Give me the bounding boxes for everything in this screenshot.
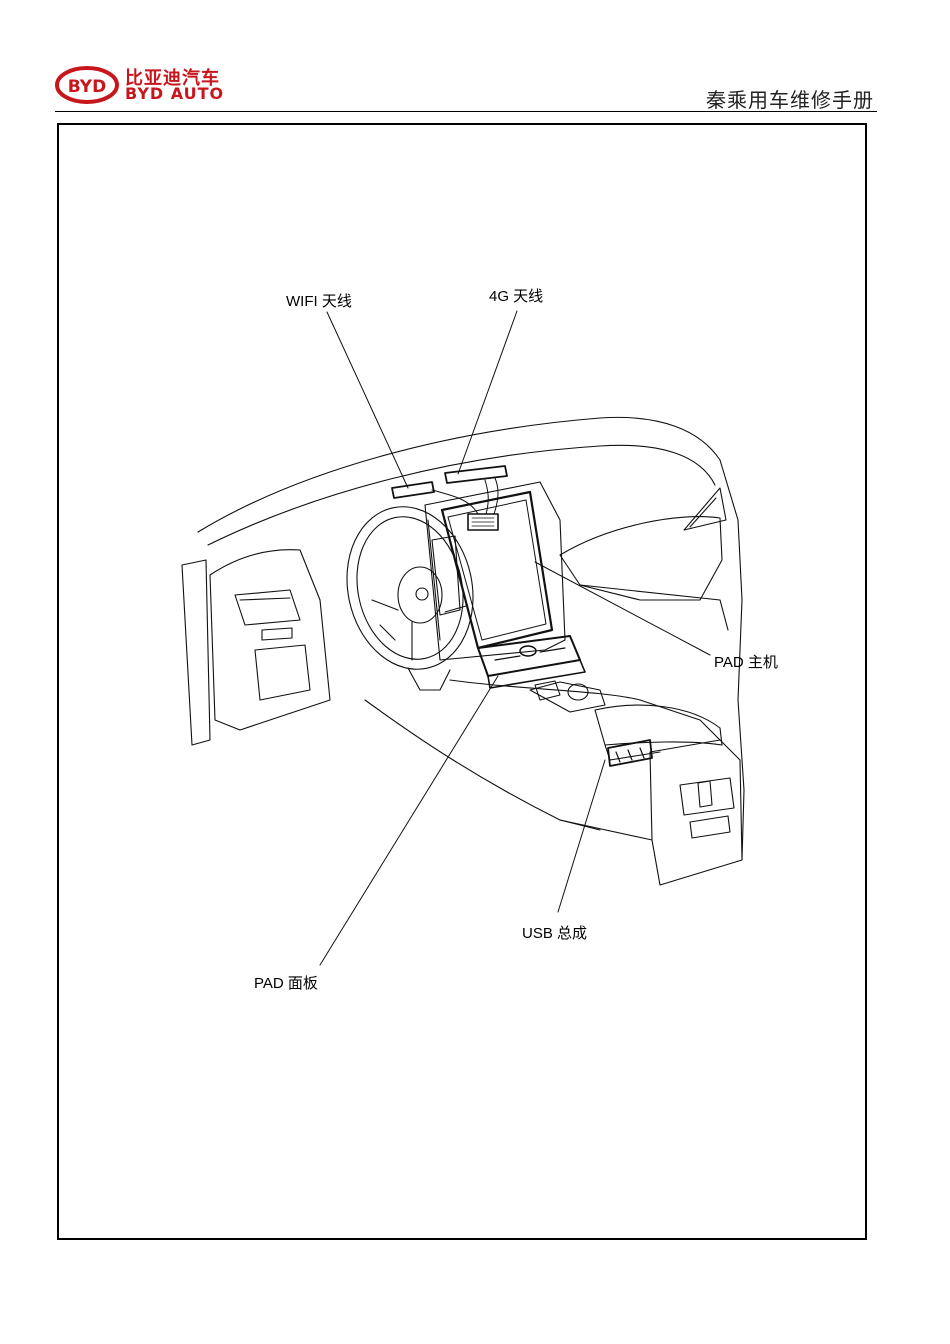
steering-wheel-inner (356, 516, 464, 660)
label-wifi-antenna: WIFI 天线 (286, 293, 352, 310)
usb-assembly (607, 739, 653, 767)
logo-lettering: BYD (68, 77, 106, 97)
pad-host-screen (447, 499, 547, 641)
left-door-panel (181, 559, 211, 746)
header-rule (55, 111, 877, 112)
leader-wifi-antenna (326, 311, 409, 489)
leader-pad-panel (319, 675, 499, 966)
label-pad-host: PAD 主机 (714, 654, 778, 671)
label-usb-assembly: USB 总成 (522, 925, 588, 942)
dashboard-top-outline (197, 416, 739, 533)
manual-title: 秦乘用车维修手册 (706, 88, 874, 112)
leader-4g-antenna (457, 310, 518, 475)
center-stack (424, 481, 566, 661)
antenna-4g-body (444, 465, 508, 484)
leader-pad-host (534, 561, 711, 656)
wifi-antenna-body (391, 481, 435, 499)
armrest (594, 704, 723, 746)
label-pad-panel: PAD 面板 (254, 975, 318, 992)
byd-logo: BYD (55, 66, 119, 104)
center-console (449, 679, 721, 741)
left-vent (234, 589, 301, 626)
dashboard-right-edge (737, 519, 745, 861)
brand-name-zh: 比亚迪汽车 (125, 68, 220, 89)
right-vent (683, 487, 727, 531)
steering-hub (397, 566, 443, 624)
pad-host-frame (440, 490, 554, 650)
brand-name-en: BYD AUTO (125, 84, 225, 103)
leader-usb-assembly (557, 759, 606, 913)
dashboard-top-inner (207, 444, 716, 546)
steering-wheel-outer (346, 506, 474, 670)
rear-console (649, 739, 743, 886)
label-4g-antenna: 4G 天线 (489, 288, 544, 305)
left-dash (209, 549, 331, 731)
content-frame (57, 123, 867, 1240)
